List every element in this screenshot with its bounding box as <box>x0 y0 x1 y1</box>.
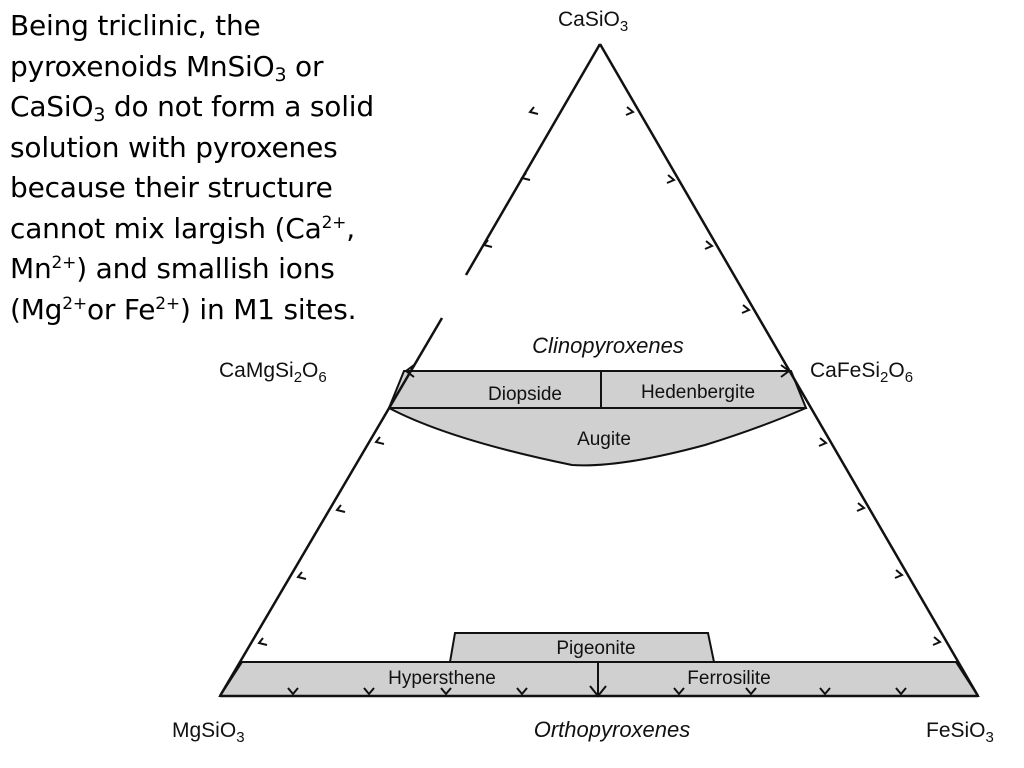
label-diopside: Diopside <box>488 384 562 405</box>
vertex-label-bottom-left: MgSiO3 <box>172 719 245 746</box>
base-ticks <box>287 687 907 696</box>
note-line-3: CaSiO3 do not form a solid <box>10 90 374 126</box>
vertex-label-bottom-right: FeSiO3 <box>926 719 994 746</box>
note-line-4: solution with pyroxenes <box>10 130 338 164</box>
label-augite: Augite <box>577 429 631 450</box>
label-clinopyroxenes: Clinopyroxenes <box>532 333 684 358</box>
explanatory-note: Being triclinic, the pyroxenoids MnSiO3 … <box>10 6 470 330</box>
note-line-8: (Mg2+or Fe2+) in M1 sites. <box>10 292 357 326</box>
label-camgsi2o6: CaMgSi2O6 <box>219 359 327 386</box>
note-line-2: pyroxenoids MnSiO3 or <box>10 49 324 86</box>
note-line-5: because their structure <box>10 171 333 204</box>
label-ferrosilite: Ferrosilite <box>687 668 770 689</box>
triangle-right-edge <box>598 43 980 697</box>
note-line-6: cannot mix largish (Ca2+, <box>10 211 355 245</box>
label-orthopyroxenes: Orthopyroxenes <box>534 717 691 742</box>
right-edge-ticks <box>625 106 942 646</box>
note-line-1: Being triclinic, the <box>10 9 261 42</box>
triangle-left-edge-upper <box>464 43 602 276</box>
label-hypersthene: Hypersthene <box>388 668 496 689</box>
note-line-7: Mn2+) and smallish ions <box>10 252 335 285</box>
left-edge-ticks <box>257 106 539 646</box>
vertex-label-top: CaSiO3 <box>558 8 628 35</box>
clino-arrowhead-left <box>404 364 415 378</box>
label-pigeonite: Pigeonite <box>556 638 635 659</box>
augite-field <box>388 407 807 467</box>
label-cafesi2o6: CaFeSi2O6 <box>810 359 913 386</box>
pigeonite-center-arrow <box>589 662 607 698</box>
label-hedenbergite: Hedenbergite <box>641 382 755 403</box>
triangle-left-edge-lower <box>218 317 444 697</box>
